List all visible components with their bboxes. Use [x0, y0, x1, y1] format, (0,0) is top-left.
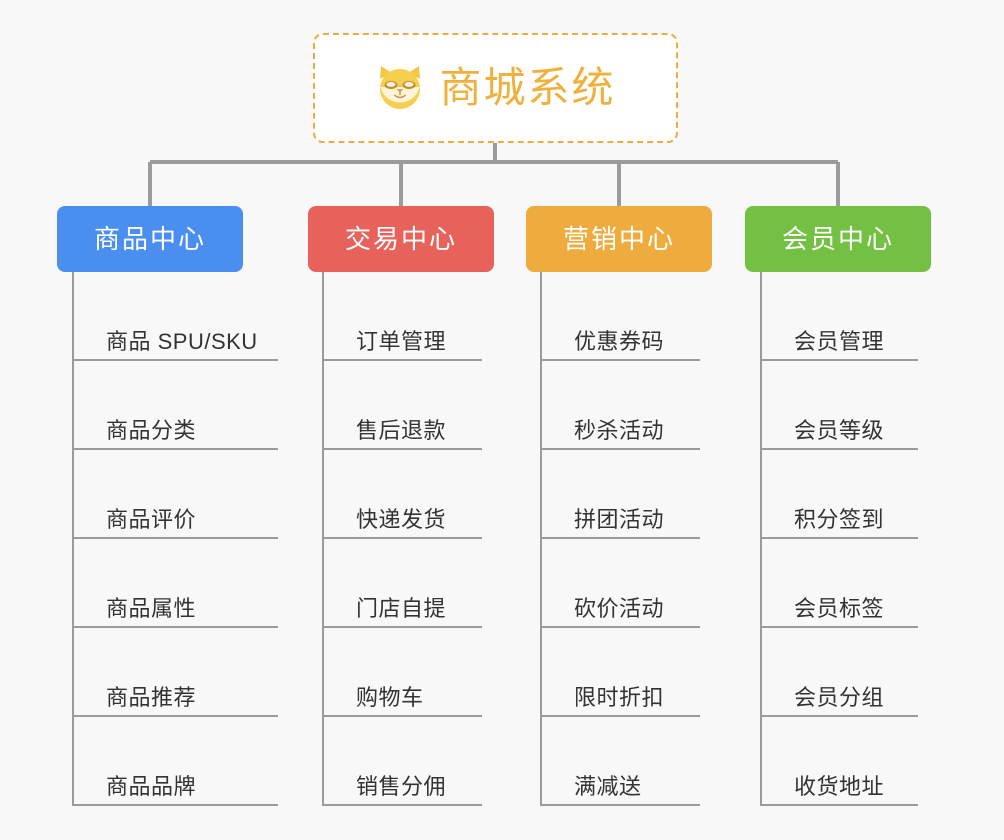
leaf-label: 商品属性 [106, 595, 197, 621]
leaf-label: 会员等级 [794, 417, 885, 443]
category-label: 营销中心 [562, 224, 675, 254]
leaf-label: 收货地址 [794, 773, 885, 799]
leaf-spine [760, 272, 762, 806]
leaf-label: 砍价活动 [574, 595, 665, 621]
category-label: 商品中心 [93, 224, 206, 254]
leaf-label: 拼团活动 [574, 506, 665, 532]
leaf-item[interactable]: 积分签到 [760, 450, 918, 539]
leaf-item[interactable]: 砍价活动 [540, 539, 700, 628]
leaf-item[interactable]: 会员等级 [760, 361, 918, 450]
leaf-label: 购物车 [356, 684, 424, 710]
leaf-item[interactable]: 商品品牌 [72, 717, 278, 806]
leaf-label: 积分签到 [794, 506, 885, 532]
leaf-item[interactable]: 会员管理 [760, 272, 918, 361]
leaf-label: 门店自提 [356, 595, 447, 621]
leaf-item[interactable]: 商品 SPU/SKU [72, 272, 278, 361]
leaf-label: 会员分组 [794, 684, 885, 710]
leaf-item[interactable]: 会员标签 [760, 539, 918, 628]
leaf-item[interactable]: 会员分组 [760, 628, 918, 717]
category-label: 交易中心 [344, 224, 457, 254]
root-title: 商城系统 [439, 64, 616, 111]
leaf-label: 优惠券码 [574, 328, 665, 354]
leaf-item[interactable]: 快递发货 [322, 450, 482, 539]
leaf-label: 限时折扣 [574, 684, 665, 710]
leaf-item[interactable]: 售后退款 [322, 361, 482, 450]
leaf-label: 秒杀活动 [574, 417, 665, 443]
shiba-dog-face-icon [375, 65, 425, 111]
leaf-item[interactable]: 拼团活动 [540, 450, 700, 539]
leaf-spine [72, 272, 74, 806]
leaf-label: 商品评价 [106, 506, 197, 532]
leaf-label: 会员标签 [794, 595, 885, 621]
leaf-label: 商品品牌 [106, 773, 197, 799]
leaf-item[interactable]: 商品属性 [72, 539, 278, 628]
root-node[interactable]: 商城系统 [313, 33, 678, 143]
leaf-item[interactable]: 销售分佣 [322, 717, 482, 806]
leaf-label: 满减送 [574, 773, 642, 799]
leaf-spine [322, 272, 324, 806]
leaf-item[interactable]: 商品分类 [72, 361, 278, 450]
leaf-label: 商品推荐 [106, 684, 197, 710]
leaf-item[interactable]: 秒杀活动 [540, 361, 700, 450]
leaf-item[interactable]: 商品评价 [72, 450, 278, 539]
category-box-3[interactable]: 会员中心 [745, 206, 931, 272]
category-box-1[interactable]: 交易中心 [308, 206, 494, 272]
leaf-label: 商品 SPU/SKU [106, 328, 258, 354]
leaf-label: 快递发货 [356, 506, 447, 532]
leaf-label: 销售分佣 [356, 773, 447, 799]
leaf-item[interactable]: 订单管理 [322, 272, 482, 361]
leaf-item[interactable]: 满减送 [540, 717, 700, 806]
leaf-item[interactable]: 收货地址 [760, 717, 918, 806]
leaf-item[interactable]: 优惠券码 [540, 272, 700, 361]
leaf-label: 售后退款 [356, 417, 447, 443]
category-box-2[interactable]: 营销中心 [526, 206, 712, 272]
category-label: 会员中心 [781, 224, 894, 254]
category-box-0[interactable]: 商品中心 [57, 206, 243, 272]
leaf-label: 会员管理 [794, 328, 885, 354]
leaf-item[interactable]: 商品推荐 [72, 628, 278, 717]
leaf-spine [540, 272, 542, 806]
leaf-item[interactable]: 限时折扣 [540, 628, 700, 717]
leaf-label: 商品分类 [106, 417, 197, 443]
leaf-item[interactable]: 门店自提 [322, 539, 482, 628]
leaf-label: 订单管理 [356, 328, 447, 354]
leaf-item[interactable]: 购物车 [322, 628, 482, 717]
